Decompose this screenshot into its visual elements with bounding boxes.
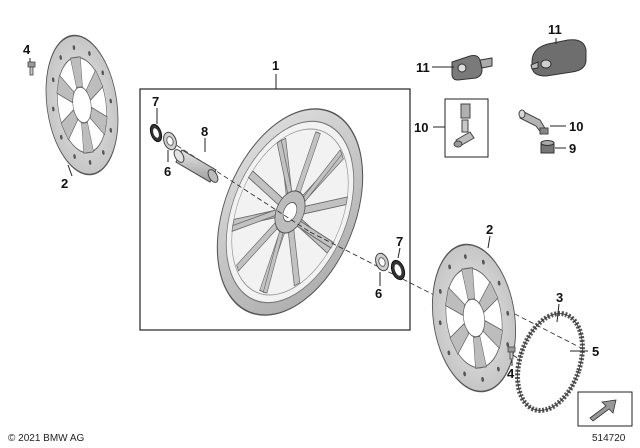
bearing-right [375, 252, 389, 272]
wheel-assembly-frame [139, 88, 411, 331]
wheel-rim [216, 108, 364, 316]
label-bearing-right: 6 [375, 286, 382, 301]
label-valve-top: 10 [414, 120, 428, 135]
brake-disc-right [431, 243, 517, 393]
label-abs-ring: 3 [556, 290, 563, 305]
screw-right [507, 346, 516, 360]
label-bearing-left: 6 [164, 164, 171, 179]
copyright-text: © 2021 BMW AG [8, 433, 85, 444]
label-sensor-left: 11 [416, 60, 430, 75]
label-spacer: 8 [201, 124, 208, 139]
valve-cap [540, 140, 555, 154]
label-screw-ring: 5 [592, 344, 599, 359]
label-seal-left: 7 [152, 94, 159, 109]
label-disc-right: 2 [486, 222, 493, 237]
abs-sensor-ring [515, 311, 585, 413]
screw-left [27, 61, 36, 76]
label-sensor-top: 11 [548, 22, 562, 37]
label-valve-right: 10 [569, 119, 583, 134]
label-screw-right: 4 [507, 366, 515, 381]
seal-right [390, 259, 406, 281]
seal-left [149, 123, 163, 143]
orientation-arrow-icon [577, 391, 633, 427]
valve-stem [518, 109, 549, 135]
brake-disc-left [45, 34, 119, 176]
label-wheel: 1 [272, 58, 279, 73]
label-disc-left: 2 [61, 176, 68, 191]
sensor-unit-top [530, 39, 587, 77]
valve-box [444, 98, 489, 158]
spacer-tube [173, 149, 219, 183]
label-screw-left: 4 [23, 42, 31, 57]
sensor-holder-left [451, 55, 493, 81]
label-seal-right: 7 [396, 234, 403, 249]
bearing-left [163, 131, 177, 151]
diagram-number: 514720 [592, 433, 626, 444]
label-cap: 9 [569, 141, 576, 156]
valve-parts [453, 103, 475, 148]
